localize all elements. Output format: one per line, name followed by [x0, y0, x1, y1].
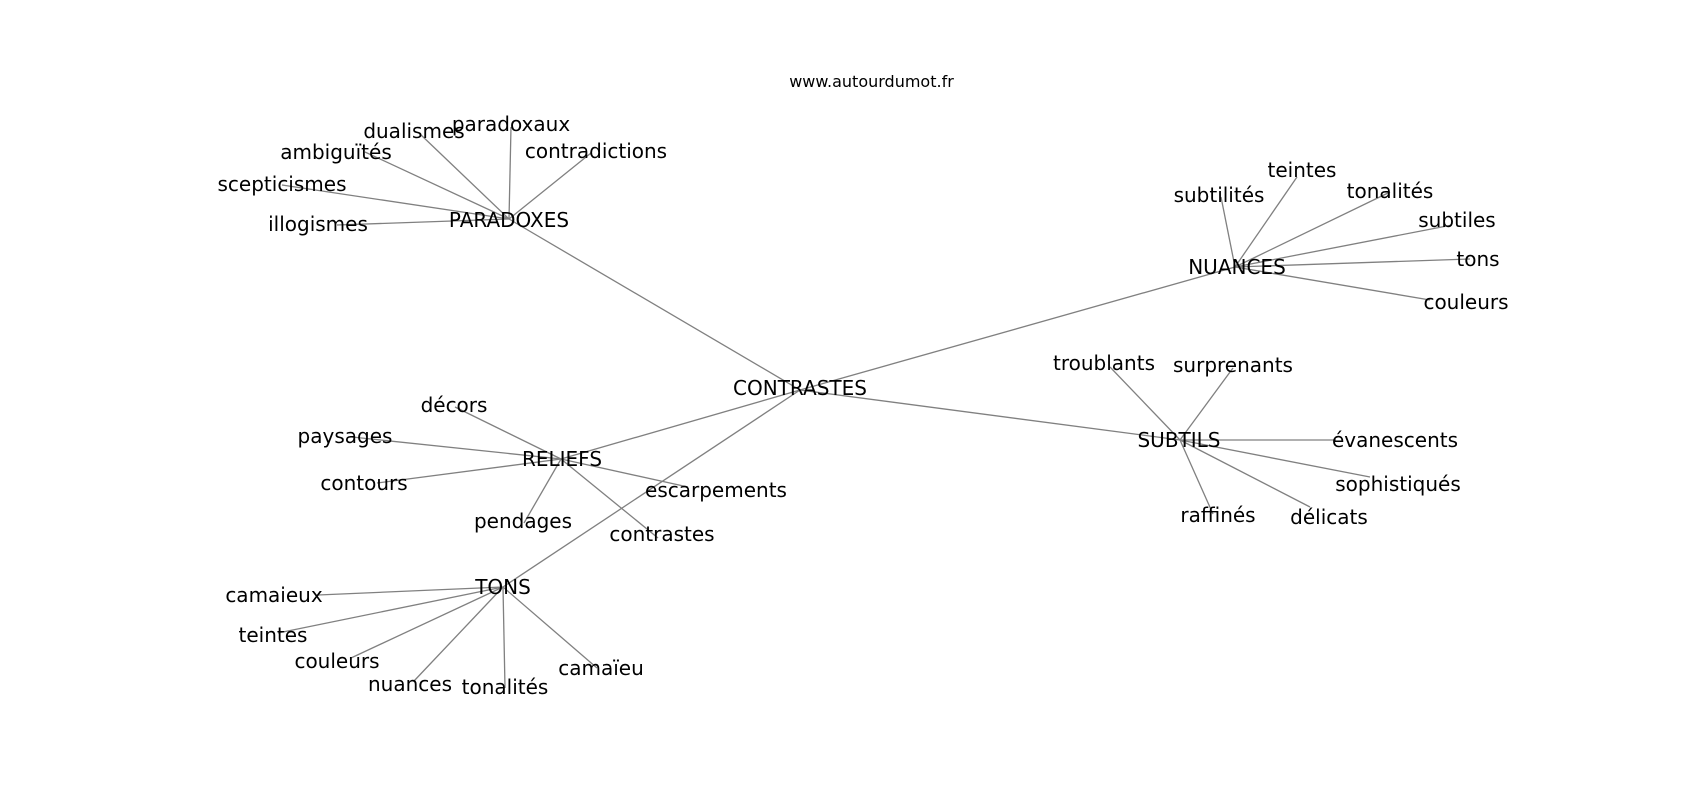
center-word-contrastes[interactable]: CONTRASTES [733, 376, 867, 400]
leaf-word-paradoxes-scepticismes[interactable]: scepticismes [218, 172, 347, 196]
leaf-word-paradoxes-contradictions[interactable]: contradictions [525, 139, 667, 163]
leaf-word-tons-teintes[interactable]: teintes [239, 623, 308, 647]
leaf-word-subtils-troublants[interactable]: troublants [1053, 351, 1155, 375]
leaf-word-tons-tonalites[interactable]: tonalités [462, 675, 549, 699]
leaf-word-reliefs-decors[interactable]: décors [421, 393, 488, 417]
leaf-word-paradoxes-ambiguites[interactable]: ambiguïtés [280, 140, 391, 164]
edge-center-to-nuances [799, 266, 1236, 391]
leaf-word-subtils-evanescents[interactable]: évanescents [1332, 428, 1458, 452]
edge-nuances-to-tonalites [1234, 191, 1391, 268]
edge-paradoxes-to-illogismes [336, 218, 510, 226]
leaf-word-nuances-subtilites[interactable]: subtilités [1174, 183, 1265, 207]
leaf-word-reliefs-escarpements[interactable]: escarpements [645, 478, 787, 502]
edge-tons-to-tonalites [502, 586, 506, 689]
leaf-word-nuances-teintes[interactable]: teintes [1268, 158, 1337, 182]
edge-tons-to-camaieux [317, 586, 504, 596]
hub-word-tons[interactable]: TONS [474, 575, 531, 599]
edge-paradoxes-to-ambiguites [364, 151, 510, 220]
edge-paradoxes-to-paradoxaux [508, 126, 512, 220]
edge-subtils-to-delicats [1179, 439, 1311, 508]
edge-reliefs-to-paysages [351, 436, 562, 460]
edge-tons-to-camaieu [502, 586, 598, 669]
edge-paradoxes-to-scepticismes [281, 184, 510, 220]
edge-tons-to-teintes [277, 586, 504, 634]
edge-reliefs-to-contrastes [560, 458, 659, 539]
leaf-word-reliefs-contrastes[interactable]: contrastes [609, 522, 714, 546]
leaf-word-subtils-surprenants[interactable]: surprenants [1173, 353, 1293, 377]
edge-reliefs-to-pendages [523, 458, 562, 524]
leaf-word-paradoxes-illogismes[interactable]: illogismes [268, 212, 368, 236]
hub-word-subtils[interactable]: SUBTILS [1137, 428, 1220, 452]
leaf-word-tons-nuances[interactable]: nuances [368, 672, 452, 696]
edge-reliefs-to-escarpements [560, 458, 689, 488]
leaf-word-reliefs-contours[interactable]: contours [320, 471, 407, 495]
leaf-word-subtils-raffines[interactable]: raffinés [1180, 503, 1255, 527]
edge-nuances-to-subtiles [1234, 224, 1453, 268]
edge-nuances-to-tons [1234, 258, 1471, 268]
edge-reliefs-to-decors [454, 406, 562, 460]
edge-center-to-subtils [799, 389, 1181, 441]
edge-tons-to-couleurs [350, 586, 504, 659]
leaf-word-reliefs-pendages[interactable]: pendages [474, 509, 572, 533]
edge-center-to-reliefs [560, 389, 801, 460]
edge-center-to-tons [502, 389, 801, 588]
edge-subtils-to-raffines [1179, 439, 1214, 515]
site-url-label: www.autourdumot.fr [789, 72, 954, 91]
leaf-word-subtils-sophistiques[interactable]: sophistiqués [1335, 472, 1461, 496]
edge-nuances-to-subtilites [1220, 196, 1236, 268]
leaf-word-subtils-delicats[interactable]: délicats [1290, 505, 1368, 529]
edge-subtils-to-surprenants [1179, 367, 1234, 441]
edge-reliefs-to-contours [376, 458, 562, 484]
leaf-word-tons-camaieu[interactable]: camaïeu [558, 656, 644, 680]
hub-word-paradoxes[interactable]: PARADOXES [449, 208, 569, 232]
edge-subtils-to-sophistiques [1179, 439, 1371, 478]
leaf-word-nuances-subtiles[interactable]: subtiles [1418, 208, 1495, 232]
leaf-word-reliefs-paysages[interactable]: paysages [298, 424, 393, 448]
leaf-word-nuances-tonalites[interactable]: tonalités [1347, 179, 1434, 203]
edge-paradoxes-to-contradictions [508, 152, 592, 220]
leaf-word-paradoxes-paradoxaux[interactable]: paradoxaux [452, 112, 571, 136]
edge-nuances-to-teintes [1234, 176, 1298, 268]
leaf-word-paradoxes-dualismes[interactable]: dualismes [363, 119, 464, 143]
edge-layer [277, 126, 1471, 689]
hub-word-nuances[interactable]: NUANCES [1188, 255, 1286, 279]
leaf-word-tons-camaieux[interactable]: camaieux [225, 583, 323, 607]
edge-paradoxes-to-dualismes [419, 133, 510, 220]
edge-subtils-to-troublants [1109, 366, 1181, 441]
edge-nuances-to-couleurs [1234, 266, 1431, 301]
hub-word-reliefs[interactable]: RELIEFS [522, 447, 602, 471]
leaf-word-nuances-couleurs[interactable]: couleurs [1423, 290, 1508, 314]
leaf-word-nuances-tons[interactable]: tons [1456, 247, 1499, 271]
leaf-word-tons-couleurs[interactable]: couleurs [294, 649, 379, 673]
edge-center-to-paradoxes [508, 218, 801, 391]
edge-tons-to-nuances [413, 586, 504, 682]
